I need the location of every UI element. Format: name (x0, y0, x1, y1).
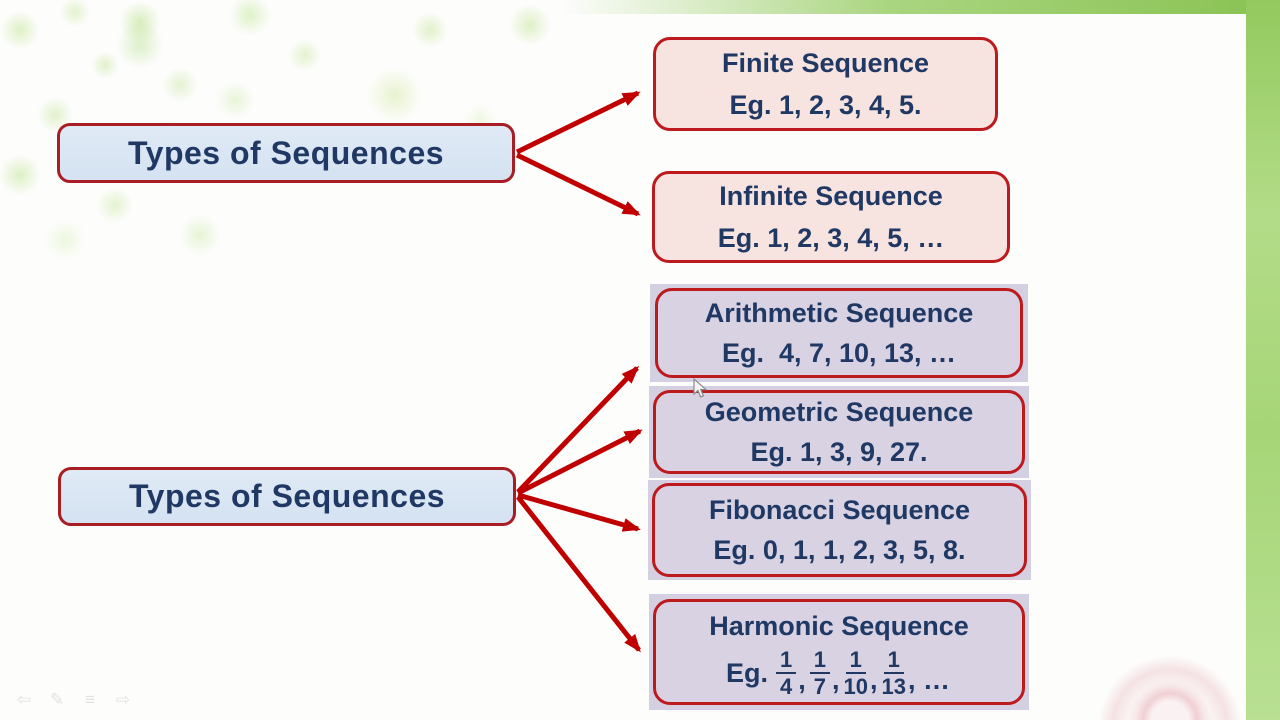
right-green-strip (1246, 0, 1280, 720)
next-slide-icon[interactable]: ⇨ (115, 690, 131, 709)
harmonic-sequence-title: Harmonic Sequence (709, 610, 969, 641)
fraction-1-10: 1 10 (843, 646, 868, 699)
fibonacci-sequence-example: Eg. 0, 1, 1, 2, 3, 5, 8. (713, 535, 966, 565)
fraction-1-7: 1 7 (809, 648, 830, 698)
finite-sequence-box: Finite Sequence Eg. 1, 2, 3, 4, 5. (653, 37, 998, 131)
flower-decoration (1085, 635, 1255, 720)
finite-sequence-title: Finite Sequence (721, 48, 930, 78)
types-of-sequences-label: Types of Sequences (128, 478, 446, 514)
geometric-sequence-box: Geometric Sequence Eg. 1, 3, 9, 27. (653, 390, 1025, 474)
top-green-band (560, 0, 1280, 14)
fibonacci-sequence-box: Fibonacci Sequence Eg. 0, 1, 1, 2, 3, 5,… (652, 483, 1027, 577)
types-of-sequences-node-bottom: Types of Sequences (58, 467, 516, 526)
geometric-sequence-example: Eg. 1, 3, 9, 27. (750, 437, 928, 467)
slide-menu-icon[interactable]: ≡ (85, 690, 95, 709)
slideshow-toolbar: ⇦ ✎ ≡ ⇨ (14, 688, 144, 714)
harmonic-example-prefix: Eg. (725, 657, 768, 688)
fraction-1-13: 1 13 (881, 646, 906, 699)
pen-tool-icon[interactable]: ✎ (49, 690, 65, 709)
infinite-sequence-example: Eg. 1, 2, 3, 4, 5, … (717, 223, 945, 253)
arithmetic-sequence-title: Arithmetic Sequence (704, 298, 974, 328)
harmonic-example-suffix: , … (908, 665, 951, 696)
finite-sequence-example: Eg. 1, 2, 3, 4, 5. (729, 90, 922, 120)
arithmetic-sequence-example: Eg. 4, 7, 10, 13, … (721, 338, 957, 368)
fraction-1-4: 1 4 (775, 648, 797, 698)
geometric-sequence-title: Geometric Sequence (704, 397, 974, 427)
infinite-sequence-box: Infinite Sequence Eg. 1, 2, 3, 4, 5, … (652, 171, 1010, 263)
infinite-sequence-title: Infinite Sequence (719, 181, 943, 211)
types-of-sequences-label: Types of Sequences (127, 134, 445, 171)
previous-slide-icon[interactable]: ⇦ (16, 690, 32, 709)
types-of-sequences-node-top: Types of Sequences (57, 123, 515, 183)
harmonic-sequence-box: Harmonic Sequence Eg. 1 4 , 1 7 , 1 10 ,… (653, 599, 1025, 705)
fibonacci-sequence-title: Fibonacci Sequence (708, 495, 971, 525)
harmonic-sequence-example: Eg. 1 4 , 1 7 , 1 10 , 1 13 , … (725, 646, 951, 699)
arithmetic-sequence-box: Arithmetic Sequence Eg. 4, 7, 10, 13, … (655, 288, 1023, 378)
